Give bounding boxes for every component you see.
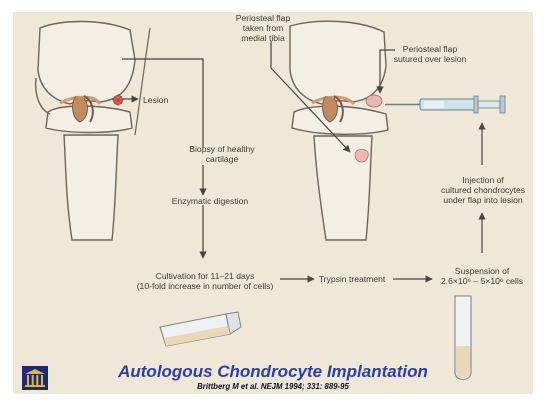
label-injection: Injection of cultured chondrocytes under… xyxy=(441,175,525,205)
cultivation-line-2: (10-fold increase in number of cells) xyxy=(137,281,274,291)
suspension-line-1: Suspension of xyxy=(441,266,523,276)
flap-sutured-line-1: Periosteal flap xyxy=(394,44,467,54)
biopsy-line-2: cartilage xyxy=(189,154,254,164)
label-lesion: Lesion xyxy=(143,95,168,105)
label-cultivation: Cultivation for 11–21 days (10-fold incr… xyxy=(137,271,274,291)
slide-title: Autologous Chondrocyte Implantation xyxy=(0,362,546,382)
flap-taken-line-2: taken from xyxy=(236,23,290,33)
flap-taken-line-1: Periosteal flap xyxy=(236,13,290,23)
slide-citation: Brittberg M et al. NEJM 1994; 331: 889-9… xyxy=(0,382,546,391)
label-biopsy: Biopsy of healthy cartilage xyxy=(189,144,254,164)
injection-line-2: cultured chondrocytes xyxy=(441,185,525,195)
injection-line-3: under flap into lesion xyxy=(441,195,525,205)
cultivation-line-1: Cultivation for 11–21 days xyxy=(137,271,274,281)
label-periosteal-flap-taken: Periosteal flap taken from medial tibia xyxy=(236,13,290,43)
label-periosteal-flap-sutured: Periosteal flap sutured over lesion xyxy=(394,44,467,64)
flap-taken-line-3: medial tibia xyxy=(236,33,290,43)
injection-line-1: Injection of xyxy=(441,175,525,185)
suspension-line-2: 2.6×10⁶ – 5×10⁶ cells xyxy=(441,276,523,286)
syringe-illustration xyxy=(385,96,505,113)
label-trypsin: Trypsin treatment xyxy=(319,274,386,284)
label-enzymatic-digestion: Enzymatic digestion xyxy=(172,196,248,206)
culture-flask-illustration xyxy=(160,312,241,346)
right-knee-illustration xyxy=(290,21,388,240)
label-suspension: Suspension of 2.6×10⁶ – 5×10⁶ cells xyxy=(441,266,523,286)
left-knee-illustration xyxy=(36,22,150,241)
flap-sutured-line-2: sutured over lesion xyxy=(394,54,467,64)
biopsy-line-1: Biopsy of healthy xyxy=(189,144,254,154)
